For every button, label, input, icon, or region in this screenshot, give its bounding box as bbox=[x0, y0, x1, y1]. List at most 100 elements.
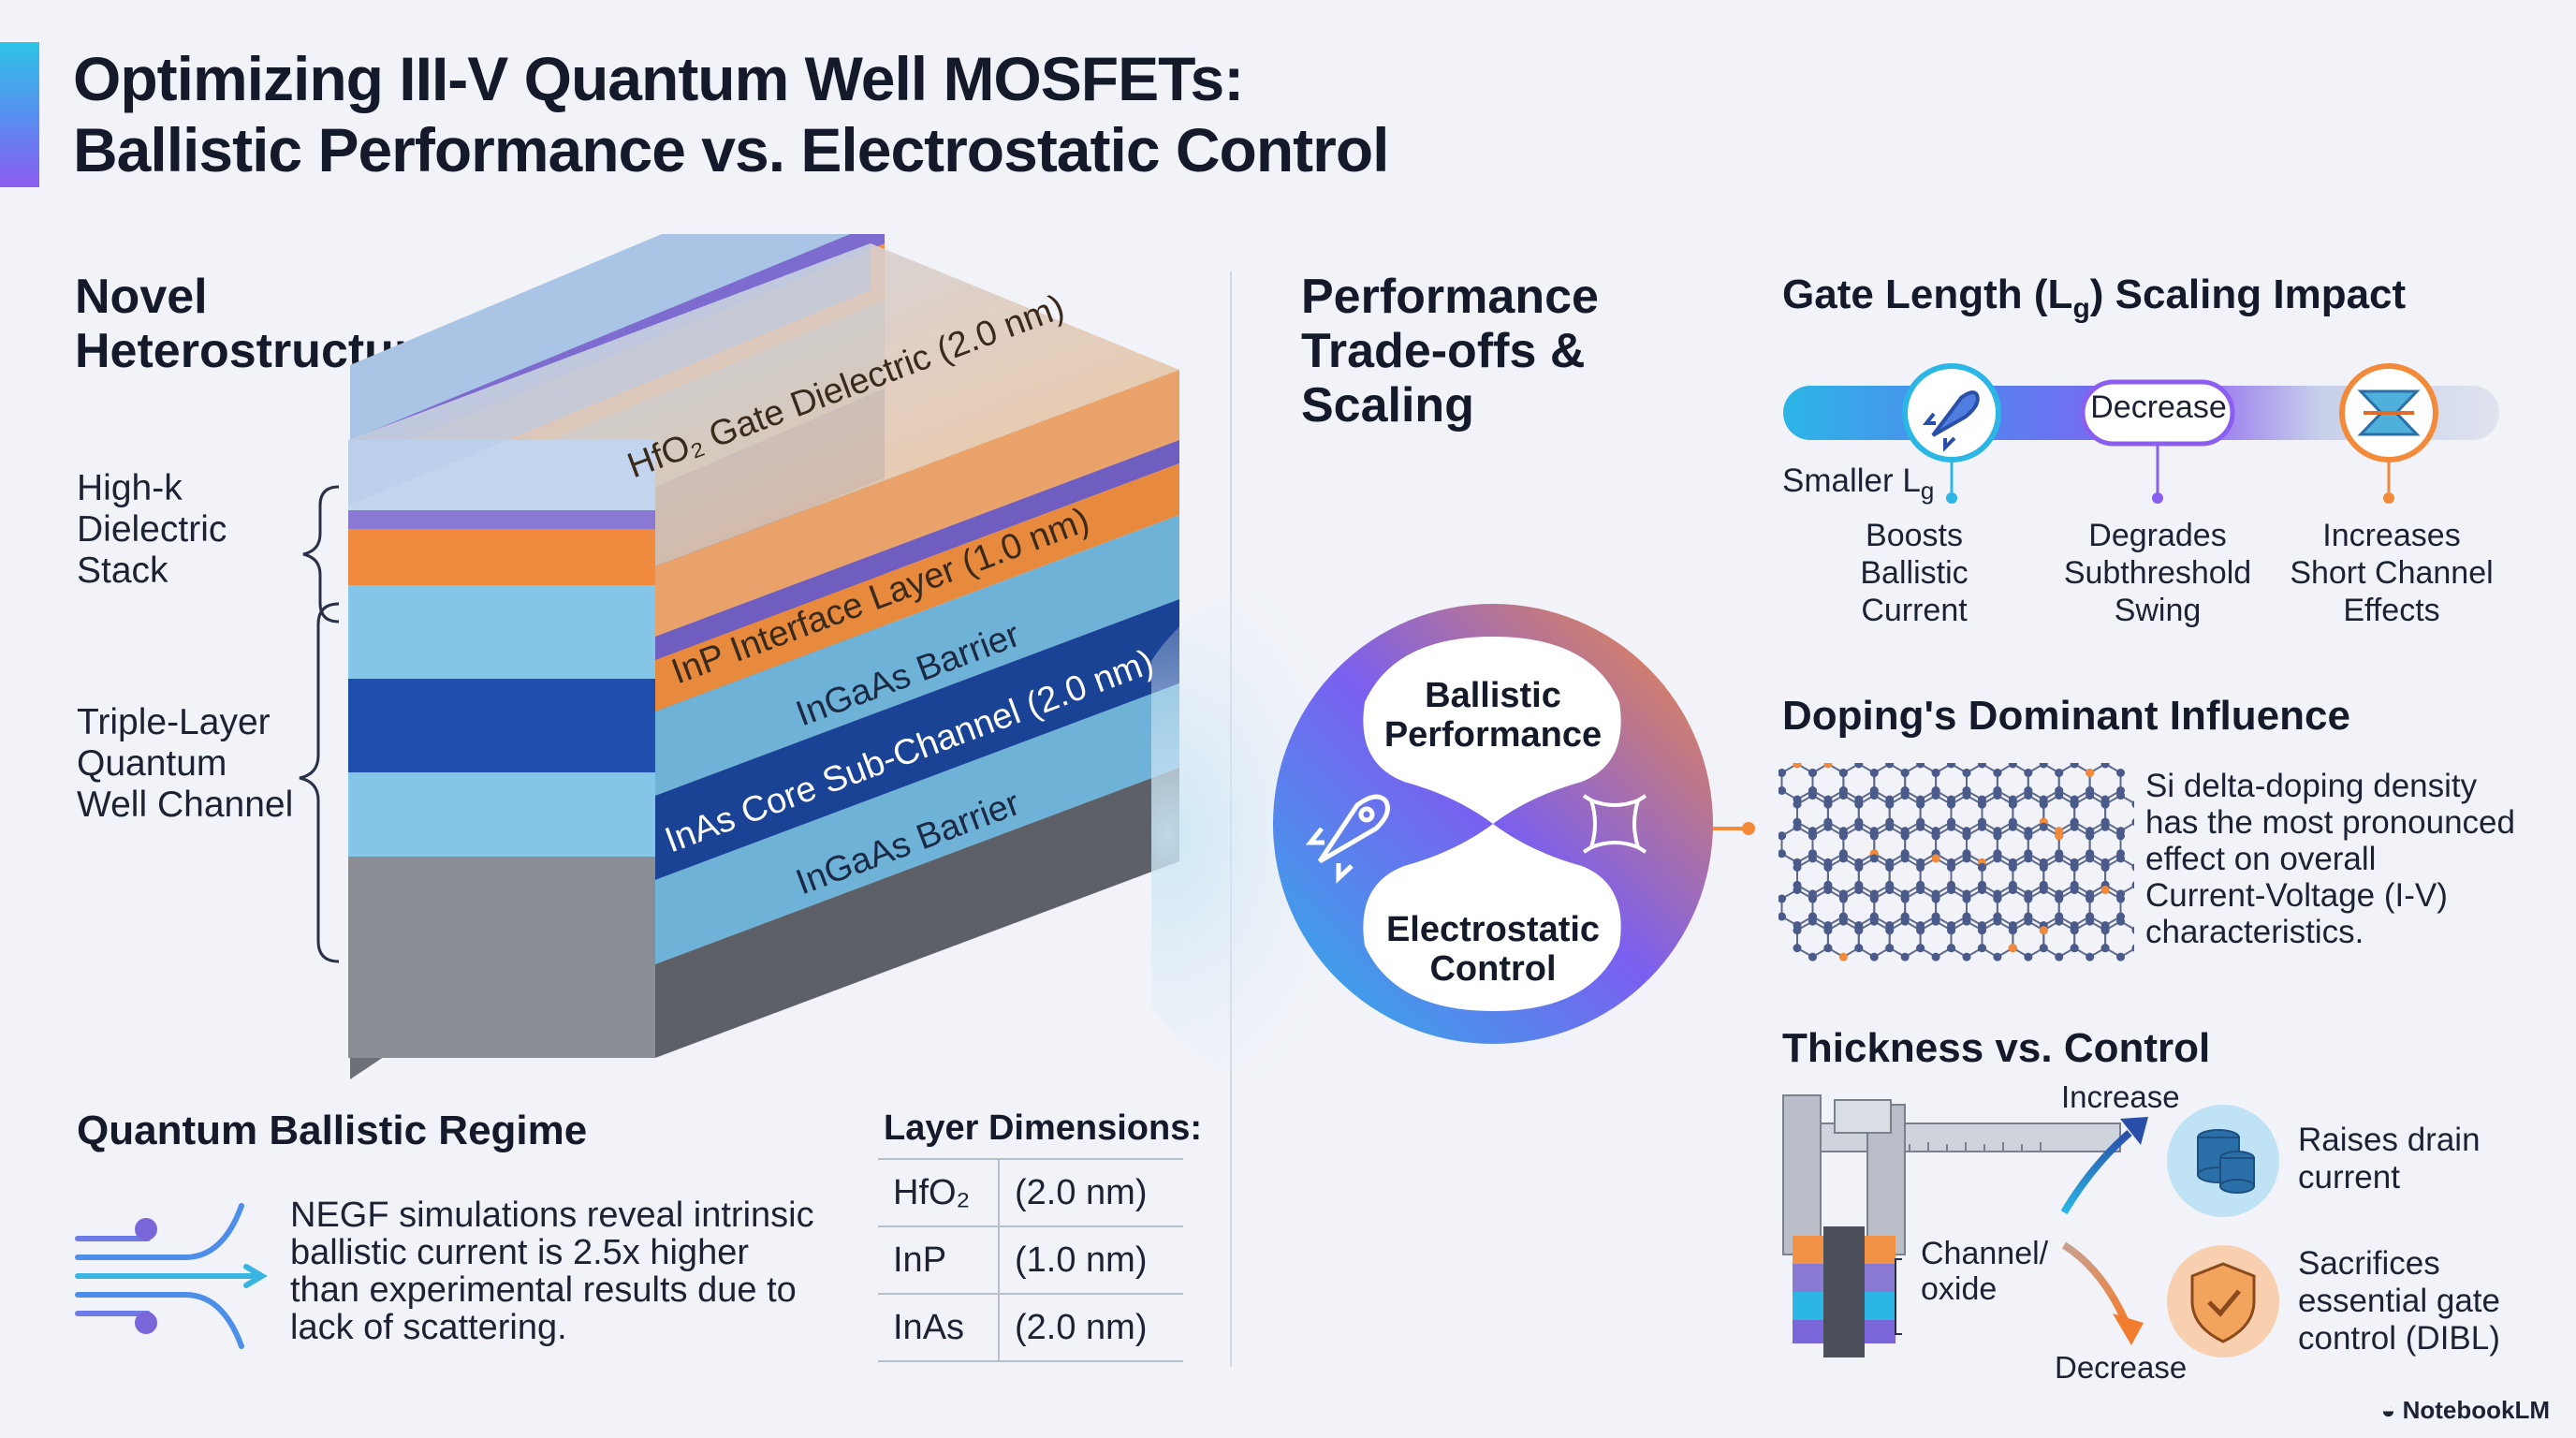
lattice-atom bbox=[1977, 822, 1986, 831]
lattice-cell bbox=[1996, 826, 2029, 864]
lattice-atom bbox=[1869, 769, 1879, 777]
lattice-atom bbox=[2100, 822, 2110, 831]
ballistic-heading: Quantum Ballistic Regime bbox=[77, 1108, 588, 1153]
lattice-cell bbox=[1966, 888, 1998, 927]
sacrifices-label: Sacrifices essential gate control (DIBL) bbox=[2298, 1245, 2500, 1357]
lattice-atom bbox=[1838, 917, 1848, 926]
lattice-atom bbox=[2070, 862, 2079, 872]
lattice-atom bbox=[1808, 769, 1817, 777]
lattice-atom bbox=[1854, 926, 1864, 935]
lattice-cell bbox=[1888, 857, 1922, 896]
gate-length-heading-text: Gate Length (L bbox=[1782, 271, 2073, 317]
lattice-atom bbox=[1854, 886, 1864, 895]
lattice-cell bbox=[1873, 888, 1907, 927]
electrostatic-label-line: Electrostatic bbox=[1385, 910, 1601, 949]
lattice-cell bbox=[1873, 763, 1907, 801]
lattice-atom bbox=[1823, 822, 1833, 831]
lattice-atom bbox=[1838, 769, 1848, 777]
lattice-atom bbox=[2039, 926, 2048, 935]
lattice-atom bbox=[1931, 854, 1940, 863]
lattice-atom bbox=[1916, 822, 1925, 831]
high-k-label-line: Dielectric bbox=[77, 509, 227, 550]
lattice-atom bbox=[1854, 822, 1864, 831]
lattice-cell bbox=[1996, 763, 2029, 801]
notebook-logo-icon: ◒ bbox=[2380, 1396, 2403, 1424]
lattice-atom bbox=[1838, 831, 1848, 841]
lattice-atom bbox=[1916, 800, 1925, 809]
table-row: HfO₂ (2.0 nm) bbox=[878, 1158, 1183, 1226]
ballistic-label-line: Performance bbox=[1383, 715, 1603, 755]
electrostatic-control-label: Electrostatic Control bbox=[1362, 910, 1624, 989]
heterostructure-block bbox=[348, 243, 1179, 1058]
lattice-atom bbox=[1993, 894, 2002, 903]
lattice-cell bbox=[1842, 763, 1876, 801]
brand-text: NotebookLM bbox=[2402, 1396, 2550, 1424]
lattice-cell bbox=[2027, 763, 2060, 801]
lattice-cell bbox=[1904, 763, 1938, 801]
lattice-atom bbox=[1793, 862, 1802, 872]
lattice-atom bbox=[1885, 944, 1895, 953]
ballistic-text-line: lack of scattering. bbox=[290, 1308, 567, 1347]
doping-text-line: characteristics. bbox=[2145, 914, 2364, 950]
lattice-cell bbox=[1919, 919, 1953, 959]
lattice-atom bbox=[1962, 917, 1971, 926]
lattice-cell bbox=[1796, 794, 1829, 832]
lattice-cell bbox=[1981, 794, 2014, 832]
thickness-heading: Thickness vs. Control bbox=[1782, 1025, 2211, 1071]
lattice-cell bbox=[1857, 794, 1891, 832]
lattice-atom bbox=[1823, 800, 1833, 809]
electrostatic-lobe bbox=[1363, 824, 1621, 1011]
smaller-lg-text: Smaller L bbox=[1782, 462, 1921, 499]
lattice-cell bbox=[1780, 763, 1814, 801]
lattice-atom bbox=[2100, 862, 2110, 872]
lattice-atom bbox=[1793, 926, 1802, 935]
lattice-cell bbox=[1966, 826, 1998, 864]
connector-dot bbox=[2383, 492, 2394, 504]
brand-mark: ◒ NotebookLM bbox=[2381, 1396, 2550, 1425]
channel-label-line: Channel/ bbox=[1921, 1236, 2049, 1271]
lattice-atom bbox=[1793, 763, 1802, 769]
lattice-atom bbox=[1947, 944, 1956, 953]
lattice-cell bbox=[1981, 919, 2014, 959]
caliper-icon bbox=[1782, 1094, 2121, 1357]
quantum-well-brace bbox=[299, 602, 340, 963]
lattice-atom bbox=[1869, 854, 1879, 863]
lattice-atom bbox=[1916, 862, 1925, 872]
lattice-atom bbox=[1900, 831, 1910, 841]
lattice-atom bbox=[1900, 769, 1910, 777]
lattice-atom bbox=[1808, 917, 1817, 926]
lattice-atom bbox=[2100, 944, 2110, 953]
quantum-well-label: Triple-Layer Quantum Well Channel bbox=[77, 702, 293, 826]
lattice-atom bbox=[1885, 822, 1895, 831]
lattice-atom bbox=[1962, 769, 1971, 777]
lattice-atom bbox=[1947, 926, 1956, 935]
lattice-atom bbox=[1993, 769, 2002, 777]
lattice-atom bbox=[1947, 822, 1956, 831]
lattice-atom bbox=[2055, 831, 2064, 841]
lattice-atom bbox=[1793, 822, 1802, 831]
page-title: Optimizing III-V Quantum Well MOSFETs: B… bbox=[73, 43, 1389, 185]
dim-material: InP bbox=[878, 1225, 1000, 1294]
lattice-cell bbox=[2012, 794, 2045, 832]
raises-line: Raises drain bbox=[2298, 1122, 2481, 1158]
decrease-label: Decrease bbox=[2055, 1350, 2188, 1385]
lattice-atom bbox=[2055, 769, 2064, 777]
lattice-atom bbox=[2055, 952, 2064, 961]
lattice-cell bbox=[1935, 826, 1968, 864]
lattice-cell bbox=[1919, 794, 1953, 832]
lattice-atom bbox=[1854, 763, 1864, 769]
decrease-label: Decrease bbox=[2090, 389, 2227, 425]
lattice-atom bbox=[1854, 944, 1864, 953]
lattice-atom bbox=[1962, 854, 1971, 863]
effect-boosts: Boosts Ballistic Current bbox=[1811, 517, 2017, 629]
increase-label: Increase bbox=[2061, 1079, 2180, 1114]
lattice-cell bbox=[1935, 763, 1968, 801]
doping-text-line: Si delta-doping density bbox=[2145, 768, 2478, 804]
lattice-cell bbox=[1842, 888, 1876, 927]
lattice-cell bbox=[1950, 794, 1983, 832]
electrostatic-label-line: Control bbox=[1429, 949, 1557, 989]
lattice-atom bbox=[1977, 944, 1986, 953]
high-k-label-line: High-k bbox=[77, 468, 183, 508]
gate-length-heading-sub: g bbox=[2072, 292, 2090, 324]
lattice-cell bbox=[1950, 919, 1983, 959]
